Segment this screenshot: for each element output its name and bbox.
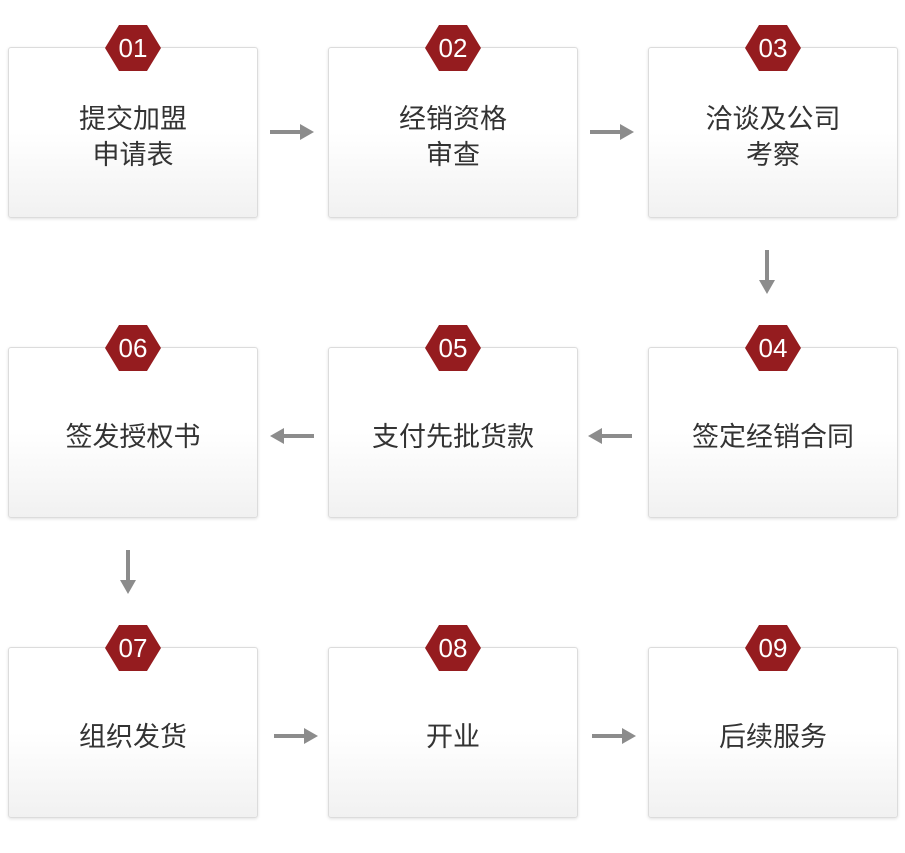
step-number-badge: 02 [425,25,481,71]
step-05: 05 支付先批货款 [328,325,578,518]
step-label: 洽谈及公司考察 [705,103,841,171]
step-09: 09 后续服务 [648,625,898,818]
arrow-down-icon [120,550,136,594]
arrow-right-icon [270,124,314,140]
step-08: 08 开业 [328,625,578,818]
step-label: 提交加盟申请表 [79,103,187,171]
step-number-badge: 01 [105,25,161,71]
step-number-badge: 05 [425,325,481,371]
step-number-badge: 08 [425,625,481,671]
step-03: 03 洽谈及公司考察 [648,25,898,218]
step-02: 02 经销资格审查 [328,25,578,218]
step-06: 06 签发授权书 [8,325,258,518]
step-label: 经销资格审查 [399,103,507,171]
step-number-badge: 09 [745,625,801,671]
step-07: 07 组织发货 [8,625,258,818]
step-label: 后续服务 [719,721,827,753]
arrow-right-icon [592,728,636,744]
step-label: 签发授权书 [65,421,201,453]
step-04: 04 签定经销合同 [648,325,898,518]
arrow-left-icon [588,428,632,444]
step-label: 签定经销合同 [692,421,854,453]
step-label: 支付先批货款 [372,421,534,453]
arrow-right-icon [274,728,318,744]
step-number-badge: 06 [105,325,161,371]
step-label: 开业 [426,721,480,753]
arrow-right-icon [590,124,634,140]
arrow-down-icon [759,250,775,294]
step-01: 01 提交加盟申请表 [8,25,258,218]
arrow-left-icon [270,428,314,444]
step-number-badge: 03 [745,25,801,71]
step-number-badge: 07 [105,625,161,671]
step-label: 组织发货 [79,721,187,753]
step-number-badge: 04 [745,325,801,371]
